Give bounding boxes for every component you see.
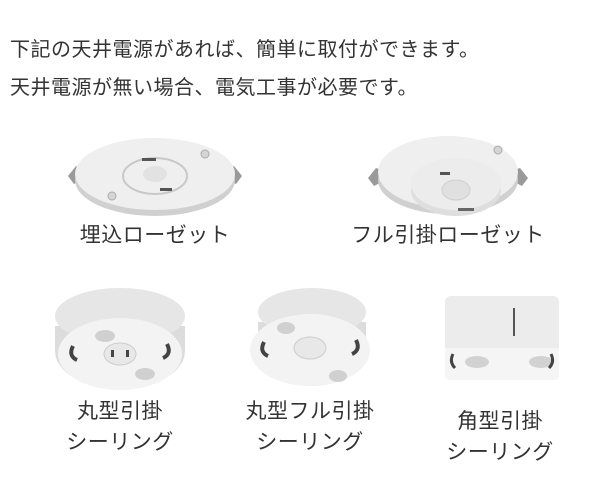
intro-text: 下記の天井電源があれば、簡単に取付ができます。 天井電源が無い場合、電気工事が必… bbox=[10, 30, 480, 106]
full-hook-rosette-icon bbox=[368, 136, 528, 216]
item-embedded-rosette: 埋込ローゼット bbox=[40, 128, 270, 251]
item-round-full-hook-ceiling: 丸型フル引掛 シーリング bbox=[210, 286, 410, 458]
item-label: 丸型フル引掛 シーリング bbox=[245, 399, 375, 454]
item-full-hook-rosette: フル引掛ローゼット bbox=[328, 128, 568, 251]
round-full-hook-ceiling-icon bbox=[250, 288, 370, 386]
item-label: フル引掛ローゼット bbox=[351, 223, 545, 247]
intro-line-1: 下記の天井電源があれば、簡単に取付ができます。 bbox=[10, 37, 480, 61]
intro-line-2: 天井電源が無い場合、電気工事が必要です。 bbox=[10, 75, 418, 99]
round-hook-ceiling-icon bbox=[55, 288, 185, 390]
square-hook-ceiling-icon bbox=[445, 296, 559, 380]
item-square-hook-ceiling: 角型引掛 シーリング bbox=[400, 292, 600, 468]
item-label: 丸型引掛 シーリング bbox=[66, 399, 174, 454]
item-round-hook-ceiling: 丸型引掛 シーリング bbox=[20, 286, 220, 458]
item-label: 埋込ローゼット bbox=[79, 223, 231, 247]
item-label: 角型引掛 シーリング bbox=[446, 409, 554, 464]
embedded-rosette-icon bbox=[68, 138, 242, 216]
